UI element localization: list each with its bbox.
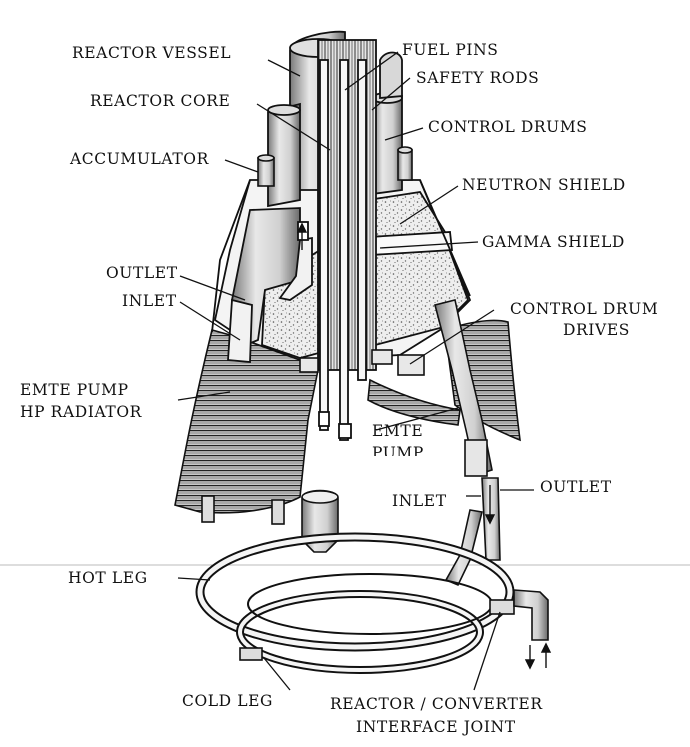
label-inlet-left: INLET: [122, 292, 177, 310]
label-interface-joint-line2: INTERFACE JOINT: [356, 718, 516, 736]
label-emte-pump-line2: PUMP: [372, 444, 424, 456]
label-control-drum-drives-line1: CONTROL DRUM: [510, 300, 659, 318]
label-outlet-right: OUTLET: [540, 478, 612, 496]
control-drum-drives: [299, 349, 425, 376]
accumulator: [257, 146, 413, 187]
label-emte-pump-radiator-line1: EMTE PUMP: [20, 381, 129, 399]
interface-joint: [239, 589, 549, 661]
label-emte-pump-line1: EMTE: [372, 422, 424, 440]
label-reactor-core: REACTOR CORE: [90, 92, 231, 110]
label-safety-rods: SAFETY RODS: [416, 69, 540, 87]
label-gamma-shield: GAMMA SHIELD: [482, 233, 625, 251]
leader-lines: [177, 51, 534, 691]
label-control-drum-drives-line2: DRIVES: [563, 321, 630, 339]
label-inlet-right: INLET: [392, 492, 447, 510]
left-loop-pipes: [227, 207, 313, 363]
label-cold-leg: COLD LEG: [182, 692, 274, 710]
reactor-vessel: [267, 30, 403, 441]
label-control-drums: CONTROL DRUMS: [428, 118, 588, 136]
flow-arrows: [296, 222, 552, 670]
label-interface-joint-line1: REACTOR / CONVERTER: [330, 695, 543, 713]
label-hot-leg: HOT LEG: [68, 569, 148, 587]
label-outlet-left: OUTLET: [106, 264, 178, 282]
label-emte-pump-radiator-line2: HP RADIATOR: [20, 403, 142, 421]
label-reactor-vessel: REACTOR VESSEL: [72, 44, 232, 62]
label-neutron-shield: NEUTRON SHIELD: [462, 176, 626, 194]
loop-rings: [195, 532, 515, 674]
label-fuel-pins: FUEL PINS: [402, 41, 499, 59]
label-accumulator: ACCUMULATOR: [70, 150, 209, 168]
